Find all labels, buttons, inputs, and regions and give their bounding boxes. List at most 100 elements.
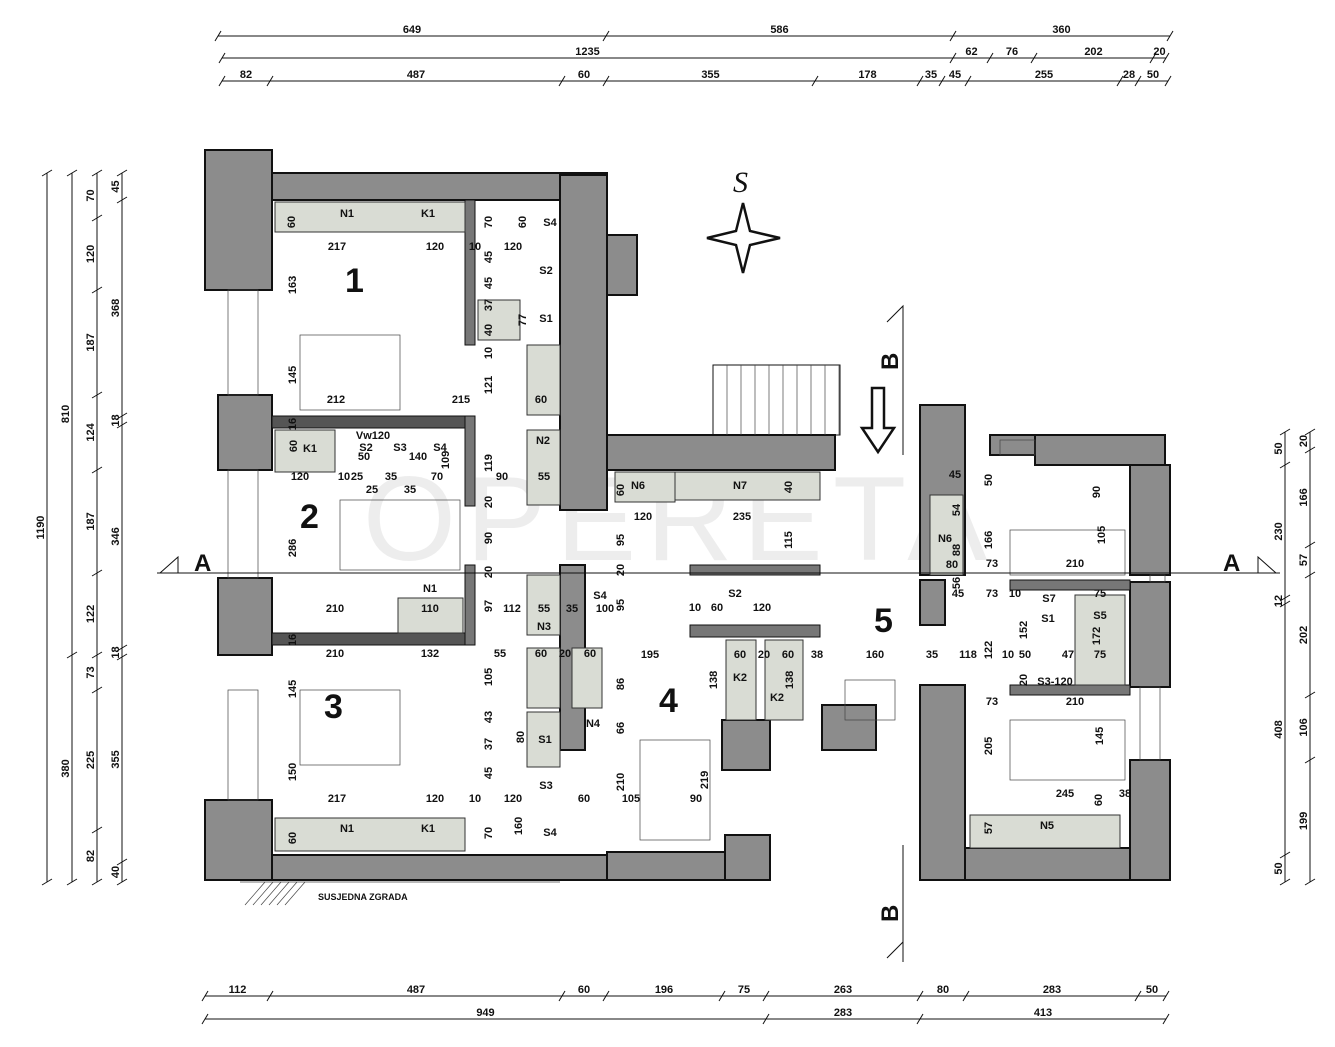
hatch-line (284, 881, 306, 906)
fixture-label: N5 (1040, 820, 1054, 832)
dimension-tick (91, 214, 103, 222)
dimension-tick (91, 569, 103, 577)
dimension-tick (558, 990, 566, 1002)
interior-dimension-label: 10 (483, 347, 495, 359)
dimension-label: 70 (85, 189, 97, 201)
interior-dimension-label: 60 (584, 648, 596, 660)
fixture-label: N3 (537, 621, 551, 633)
dimension-label: 18 (110, 646, 122, 658)
dimension-label: 199 (1298, 812, 1310, 830)
fixture-label: S3-120 (1037, 676, 1072, 688)
interior-dimension-label: 60 (734, 649, 746, 661)
dimension-tick (1304, 446, 1316, 454)
dimension-tick (949, 30, 957, 42)
dimension-tick (1116, 75, 1124, 87)
interior-dimension-label: 210 (615, 773, 627, 791)
interior-dimension-label: 37 (483, 299, 495, 311)
fixture-label: S7 (1042, 593, 1055, 605)
dimension-tick (201, 1013, 209, 1025)
interior-dimension-label: 60 (1093, 794, 1105, 806)
dimension-label: 124 (85, 422, 97, 441)
interior-dimension-label: 50 (1019, 649, 1031, 661)
interior-dimension-label: 205 (983, 737, 995, 755)
interior-dimension-label: 105 (483, 668, 495, 686)
interior-dimension-label: 97 (483, 600, 495, 612)
interior-dimension-label: 45 (483, 767, 495, 779)
hatch-line (260, 881, 282, 906)
dimension-tick (1030, 52, 1038, 64)
staircase (712, 364, 841, 436)
dimension-tick (116, 878, 128, 886)
fixture-label: K2 (733, 672, 747, 684)
dimension-label: 45 (110, 180, 122, 192)
dimension-tick (1162, 52, 1170, 64)
interior-dimension-label: 40 (783, 481, 795, 493)
dimension-label: 76 (1006, 46, 1018, 58)
dimension-label: 12 (1273, 595, 1285, 607)
interior-dimension-label: 152 (1018, 621, 1030, 639)
dimension-tick (218, 75, 226, 87)
interior-dimension-label: 160 (513, 817, 525, 835)
fixture-label: N6 (938, 533, 952, 545)
interior-dimension-label: 77 (517, 314, 529, 326)
dimension-label: 355 (701, 69, 719, 81)
fixture-label: K1 (303, 443, 317, 455)
dimension-tick (91, 878, 103, 886)
dimension-tick (964, 75, 972, 87)
dimension-label: 40 (110, 866, 122, 878)
interior-dimension-label: 119 (483, 454, 495, 472)
dimension-tick (116, 412, 128, 420)
fixture-label: Vw120 (356, 430, 390, 442)
section-b-bottom: B (877, 905, 904, 922)
dimension-label: 60 (578, 984, 590, 996)
interior-dimension-label: 60 (535, 394, 547, 406)
dimension-label: 487 (407, 984, 425, 996)
dimension-tick (916, 990, 924, 1002)
interior-dimension-label: 120 (291, 471, 309, 483)
fixture-label: S2 (728, 588, 741, 600)
fixture-label: S3 (393, 442, 406, 454)
interior-dimension-label: 245 (1056, 788, 1074, 800)
interior-dimension-label: 73 (986, 558, 998, 570)
interior-dimension-label: 212 (327, 394, 345, 406)
dimension-label: 50 (1273, 862, 1285, 874)
dimension-tick (41, 169, 53, 177)
dimension-label: 73 (85, 666, 97, 678)
interior-dimension-label: 138 (784, 671, 796, 689)
interior-dimension-label: 10 (1002, 649, 1014, 661)
fixture-label: S1 (539, 313, 552, 325)
dimension-label: 20 (1153, 46, 1165, 58)
interior-dimension-label: 95 (615, 599, 627, 611)
interior-dimension-label: 163 (287, 276, 299, 294)
north-compass: S (706, 166, 781, 274)
hatch-line (244, 881, 266, 906)
interior-dimension-label: 160 (866, 649, 884, 661)
interior-dimension-label: 120 (426, 793, 444, 805)
dimension-label: 187 (85, 333, 97, 351)
dimension-label: 230 (1273, 522, 1285, 540)
interior-dimension-label: 195 (641, 649, 659, 661)
dimension-label: 178 (858, 69, 876, 81)
dimension-label: 166 (1298, 488, 1310, 506)
dimension-tick (116, 196, 128, 204)
interior-dimension-label: 60 (288, 440, 300, 452)
dimension-tick (91, 169, 103, 177)
interior-dimension-label: 166 (983, 531, 995, 549)
dimension-label: 60 (578, 69, 590, 81)
dimension-tick (602, 30, 610, 42)
interior-dimension-label: 50 (358, 451, 370, 463)
dimension-label: 28 (1123, 69, 1135, 81)
dimension-label: 283 (834, 1007, 852, 1019)
interior-dimension-label: 35 (566, 603, 578, 615)
interior-dimension-label: 57 (983, 822, 995, 834)
dimension-tick (1304, 571, 1316, 579)
interior-dimension-label: 45 (483, 277, 495, 289)
walls (204, 149, 1171, 881)
room-3-label: 3 (324, 688, 343, 726)
interior-dimension-label: 215 (452, 394, 470, 406)
compass-star-icon (706, 202, 781, 274)
dimension-tick (1166, 30, 1174, 42)
fixture-label: S1 (538, 734, 551, 746)
fixture-label: S2 (359, 442, 372, 454)
